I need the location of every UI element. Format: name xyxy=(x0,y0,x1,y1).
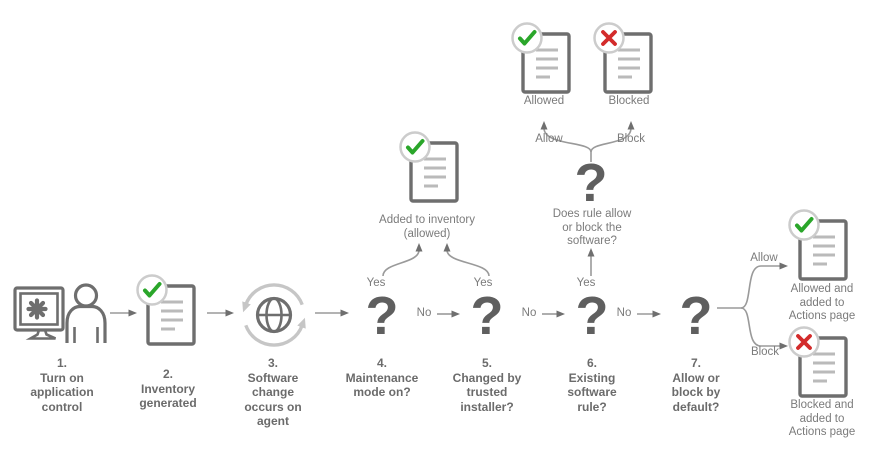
question-mark-rule-check: ? xyxy=(574,153,608,213)
step-6-label: 6. Existing software rule? xyxy=(567,356,617,414)
default-blocked-document-cross-icon xyxy=(787,325,848,398)
no-label-step-4: No xyxy=(416,307,432,319)
inventory-document-check-icon xyxy=(135,273,196,346)
step-3-label: 3. Software change occurs on agent xyxy=(244,356,302,428)
step-2-label: 2. Inventory generated xyxy=(139,367,197,410)
question-mark-step-5: ? xyxy=(470,286,504,346)
question-mark-step-6: ? xyxy=(575,286,609,346)
outcome-added-to-inventory-label: Added to inventory (allowed) xyxy=(379,214,475,240)
outcome-allowed-label: Allowed xyxy=(523,95,565,107)
rule-allowed-document-check-icon xyxy=(510,21,571,94)
yes-label-step-6: Yes xyxy=(576,277,596,289)
step-1-label: 1. Turn on application control xyxy=(30,356,94,414)
sync-globe-icon xyxy=(242,283,306,347)
no-label-step-6: No xyxy=(616,307,632,319)
rule-blocked-document-cross-icon xyxy=(592,21,653,94)
outcome-blocked-actions-label: Blocked and added to Actions page xyxy=(788,399,856,438)
block-label-rule: Block xyxy=(616,133,646,145)
yes-label-step-5: Yes xyxy=(473,277,493,289)
allow-label-rule: Allow xyxy=(535,133,563,145)
step-4-label: 4. Maintenance mode on? xyxy=(345,356,419,399)
flow-connectors xyxy=(110,121,788,350)
yes-label-step-4: Yes xyxy=(366,277,386,289)
added-to-inventory-document-check-icon xyxy=(398,130,459,203)
rule-question-label: Does rule allow or block the software? xyxy=(552,208,632,247)
no-label-step-5: No xyxy=(521,307,537,319)
monitor-user-icon xyxy=(13,283,107,343)
question-mark-step-4: ? xyxy=(365,286,399,346)
step-7-label: 7. Allow or block by default? xyxy=(671,356,721,414)
outcome-blocked-label: Blocked xyxy=(608,95,650,107)
question-mark-step-7: ? xyxy=(679,286,713,346)
app-star-icon xyxy=(26,298,48,320)
default-allowed-document-check-icon xyxy=(787,208,848,281)
block-label-default: Block xyxy=(750,346,780,358)
step-5-label: 5. Changed by trusted installer? xyxy=(452,356,522,414)
allow-label-default: Allow xyxy=(750,252,778,264)
outcome-allowed-actions-label: Allowed and added to Actions page xyxy=(788,283,856,322)
